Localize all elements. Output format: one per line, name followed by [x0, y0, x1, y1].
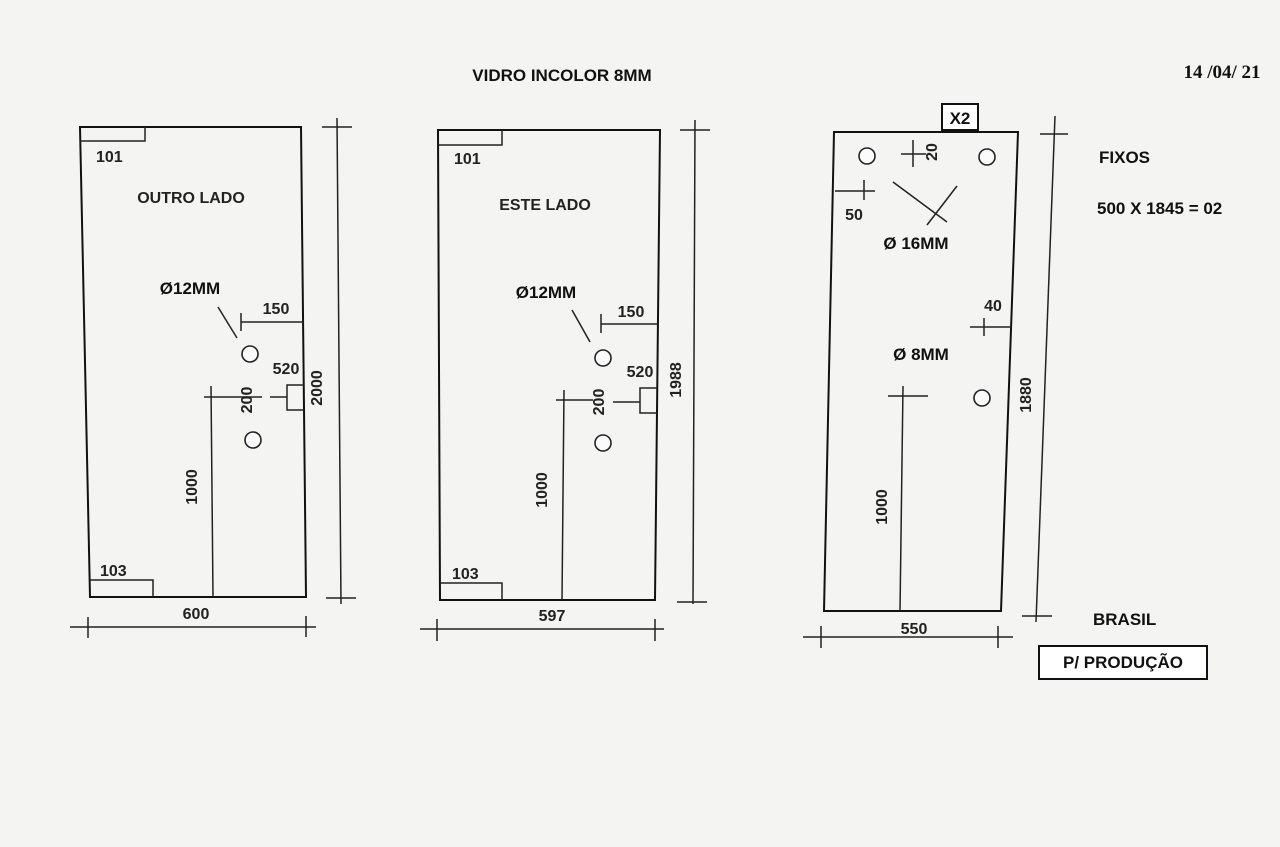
handle-height-line: [210, 385, 214, 598]
fixed-label: FIXOS: [1099, 148, 1150, 167]
fixed-spec: 500 X 1845 = 02: [1097, 199, 1222, 218]
hole-spacing-value: 200: [591, 389, 608, 416]
handle-notch: [286, 384, 304, 411]
glass-outline: [78, 126, 308, 598]
hole-edge-value: 150: [618, 304, 645, 321]
hole-upper: [241, 345, 259, 363]
hole-upper: [594, 349, 612, 367]
drawing-title: VIDRO INCOLOR 8MM: [472, 66, 651, 85]
width-value: 597: [539, 608, 566, 625]
height-dimension-line: [692, 119, 696, 605]
top-offset-value: 20: [924, 143, 941, 161]
hole-diameter-label: Ø12MM: [516, 283, 576, 302]
corner-top-code: 101: [454, 151, 481, 168]
handle-notch: [639, 387, 657, 414]
corner-fitting-bottom: [440, 582, 503, 600]
corner-fitting-top: [438, 130, 503, 146]
panel-outro-lado: 101 103 OUTRO LADO Ø12MM 150 200 520 100…: [70, 117, 356, 638]
quantity-value: X2: [950, 109, 971, 128]
side-label: ESTE LADO: [499, 197, 591, 214]
drawing-date: 14 /04/ 21: [1183, 62, 1260, 83]
side-offset-value: 50: [845, 207, 863, 224]
hole-small: [973, 389, 991, 407]
hole-lower: [244, 431, 262, 449]
height-value: 1880: [1018, 377, 1035, 413]
side-label: OUTRO LADO: [137, 190, 245, 207]
handle-height-line: [561, 389, 565, 601]
panel-este-lado: 101 103 ESTE LADO Ø12MM 150 200 520 1000…: [420, 119, 710, 641]
height-dimension-line: [1035, 115, 1056, 623]
hole-diameter-label: Ø12MM: [160, 279, 220, 298]
height-value: 1988: [668, 362, 685, 398]
handle-value: 520: [627, 364, 654, 381]
corner-top-code: 101: [96, 149, 123, 166]
hole-edge-value: 150: [263, 301, 290, 318]
hole-spacing-value: 200: [239, 387, 256, 414]
corner-bottom-code: 103: [452, 566, 479, 583]
hole-height-value: 1000: [874, 489, 891, 525]
hole-lower: [594, 434, 612, 452]
height-dimension-line: [336, 117, 342, 605]
width-value: 550: [901, 621, 928, 638]
quantity-box: [941, 103, 979, 131]
handle-height-value: 1000: [184, 469, 201, 505]
corner-fitting-bottom: [90, 579, 154, 597]
brand-label: BRASIL: [1093, 610, 1156, 629]
small-hole-edge-value: 40: [984, 298, 1002, 315]
glass-outline: [822, 131, 1020, 612]
hole-top-left: [858, 147, 876, 165]
hole-height-line: [899, 385, 904, 612]
handle-height-value: 1000: [534, 472, 551, 508]
corner-bottom-code: 103: [100, 563, 127, 580]
width-value: 600: [183, 606, 210, 623]
glass-outline: [436, 129, 662, 601]
production-stamp: [1038, 645, 1208, 680]
production-stamp-text: P/ PRODUÇÃO: [1063, 652, 1183, 672]
large-hole-label: Ø 16MM: [883, 234, 948, 253]
corner-fitting-top: [80, 127, 146, 142]
hole-top-right: [978, 148, 996, 166]
handle-value: 520: [273, 361, 300, 378]
hole-leader-line: [217, 306, 238, 339]
height-value: 2000: [309, 370, 326, 406]
panel-fixed: X2 20 50 Ø 16MM 40 Ø 8MM 1000 1880 550: [803, 103, 1068, 648]
hole-leader-line: [571, 309, 591, 343]
diagonal-mark: [892, 181, 948, 223]
small-hole-label: Ø 8MM: [893, 345, 949, 364]
